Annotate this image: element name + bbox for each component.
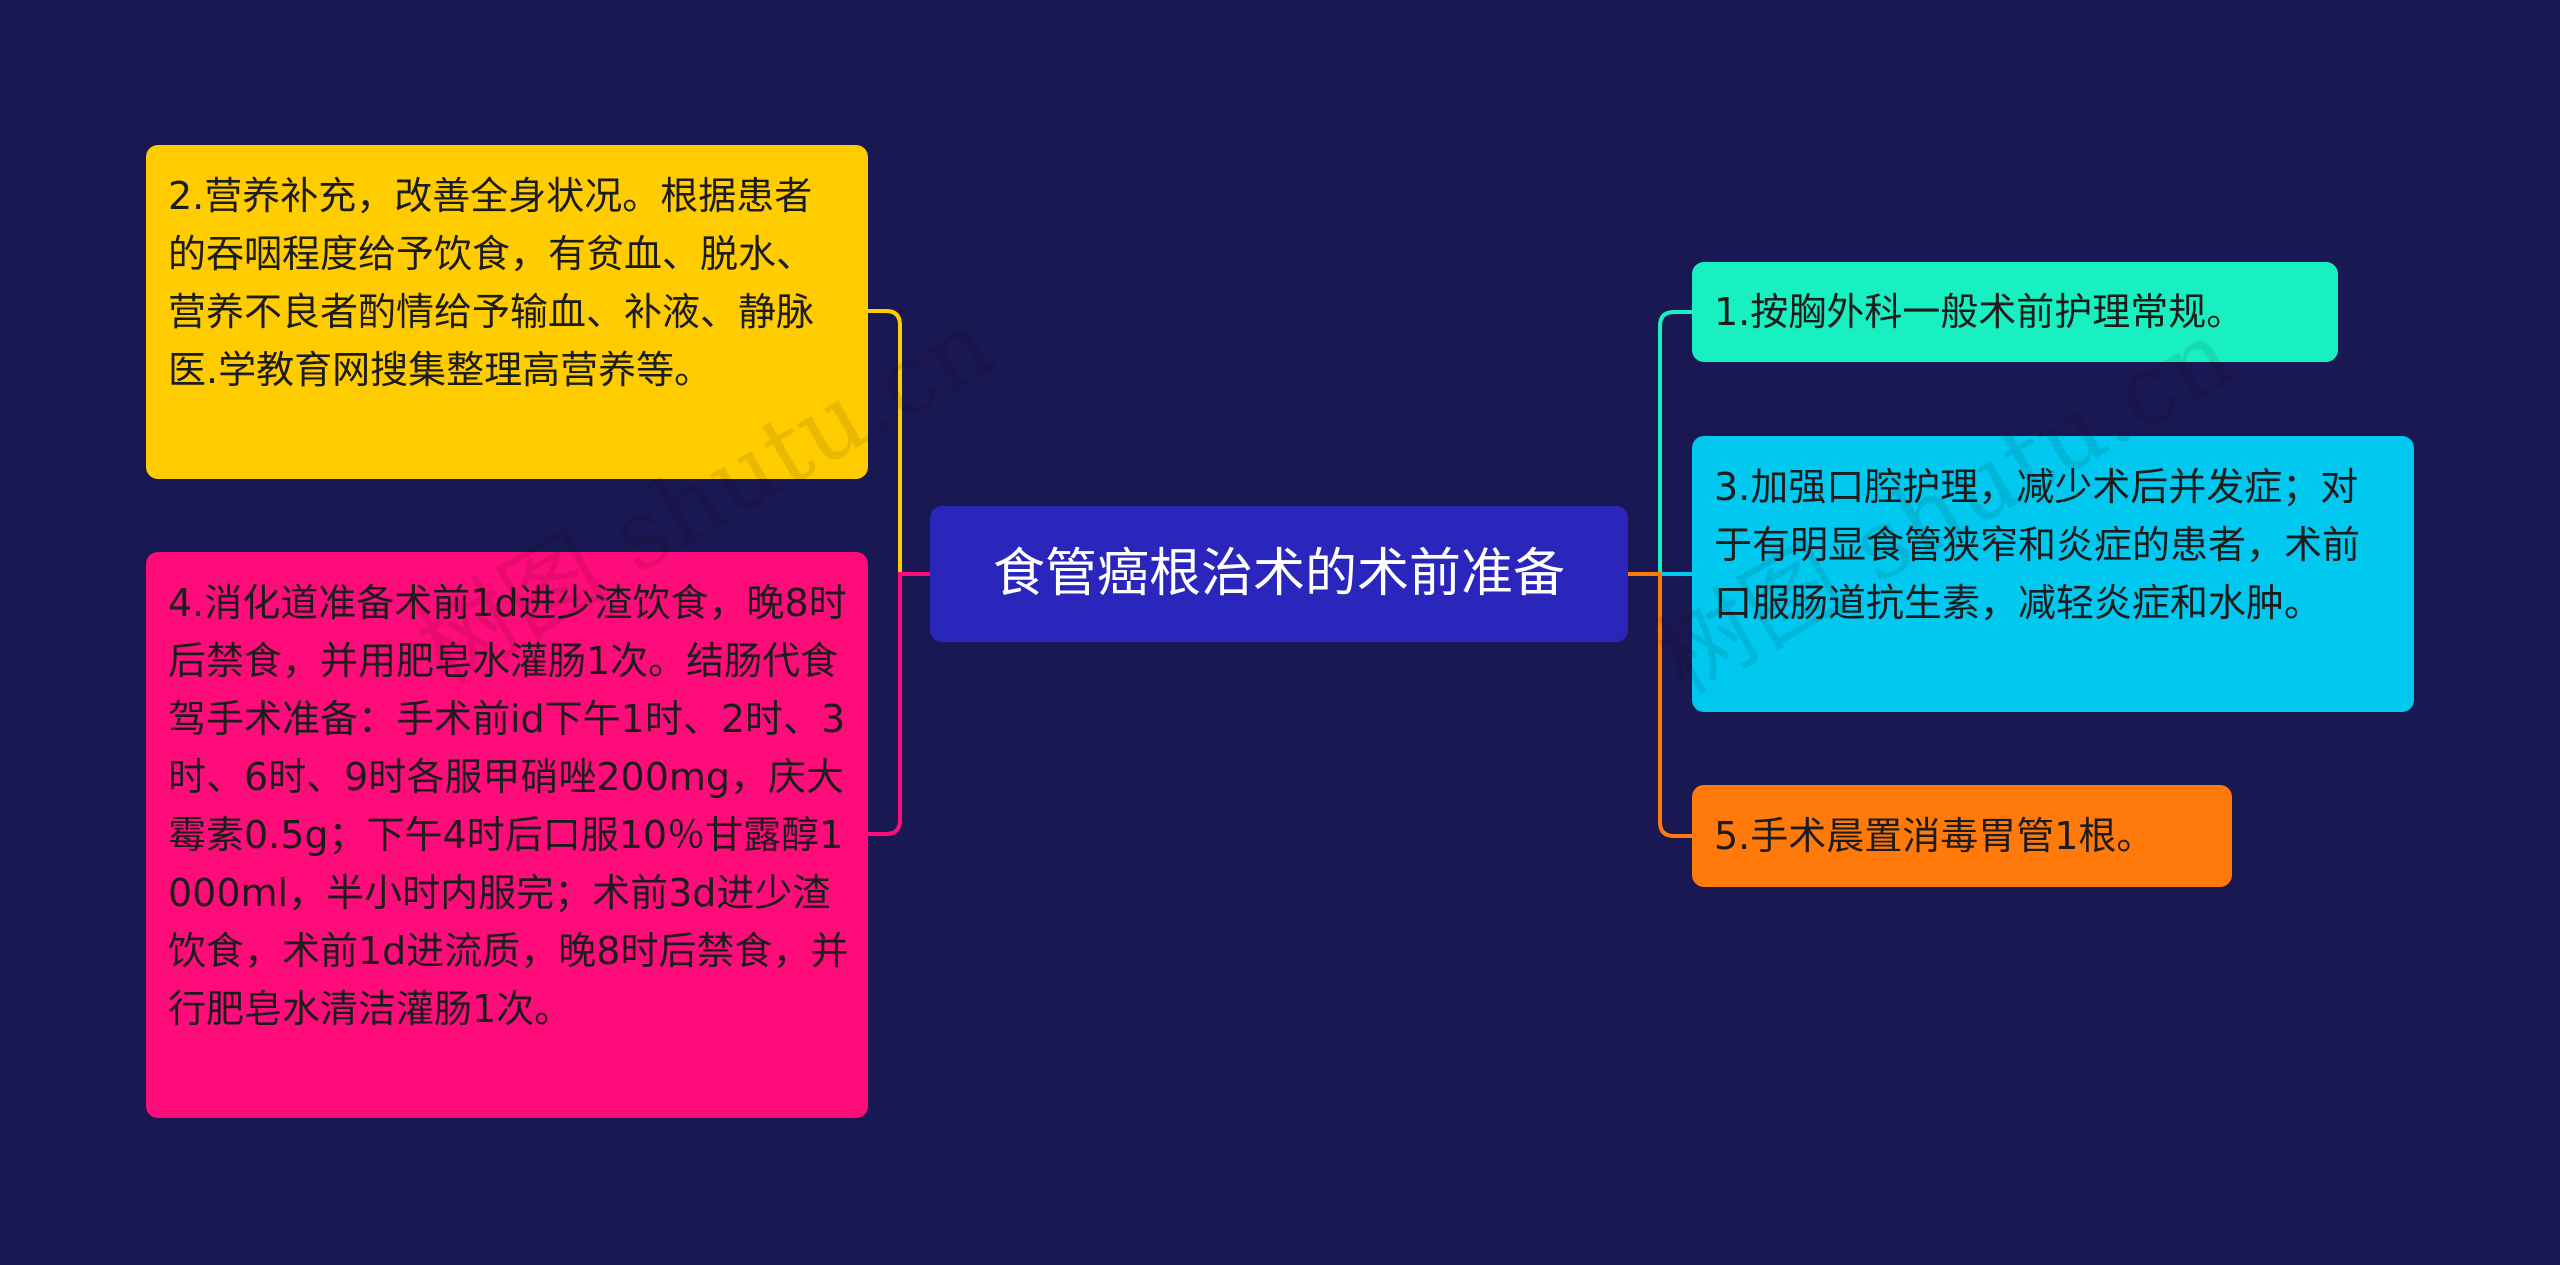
topic-gastric-tube[interactable]: 5.手术晨置消毒胃管1根。 — [1692, 785, 2232, 887]
connector-right-3 — [1628, 572, 1692, 838]
root-topic[interactable]: 食管癌根治术的术前准备 — [930, 506, 1628, 642]
topic-nutrition-text: 2.营养补充，改善全身状况。根据患者的吞咽程度给予饮食，有贫血、脱水、营养不良者… — [168, 174, 815, 392]
root-topic-text: 食管癌根治术的术前准备 — [992, 544, 1565, 604]
topic-nutrition[interactable]: 2.营养补充，改善全身状况。根据患者的吞咽程度给予饮食，有贫血、脱水、营养不良者… — [146, 145, 868, 479]
topic-digestive-prep-text: 4.消化道准备术前1d进少渣饮食，晚8时后禁食，并用肥皂水灌肠1次。结肠代食驾手… — [168, 581, 849, 1031]
topic-routine-care-text: 1.按胸外科一般术前护理常规。 — [1714, 290, 2245, 334]
topic-oral-care-text: 3.加强口腔护理，减少术后并发症；对于有明显食管狭窄和炎症的患者，术前口服肠道抗… — [1714, 465, 2361, 625]
connector-left-1 — [868, 309, 930, 576]
topic-gastric-tube-text: 5.手术晨置消毒胃管1根。 — [1714, 814, 2155, 858]
connector-left-2 — [868, 572, 930, 836]
topic-digestive-prep[interactable]: 4.消化道准备术前1d进少渣饮食，晚8时后禁食，并用肥皂水灌肠1次。结肠代食驾手… — [146, 552, 868, 1118]
connector-right-1 — [1628, 310, 1692, 576]
topic-oral-care[interactable]: 3.加强口腔护理，减少术后并发症；对于有明显食管狭窄和炎症的患者，术前口服肠道抗… — [1692, 436, 2414, 712]
topic-routine-care[interactable]: 1.按胸外科一般术前护理常规。 — [1692, 262, 2338, 362]
